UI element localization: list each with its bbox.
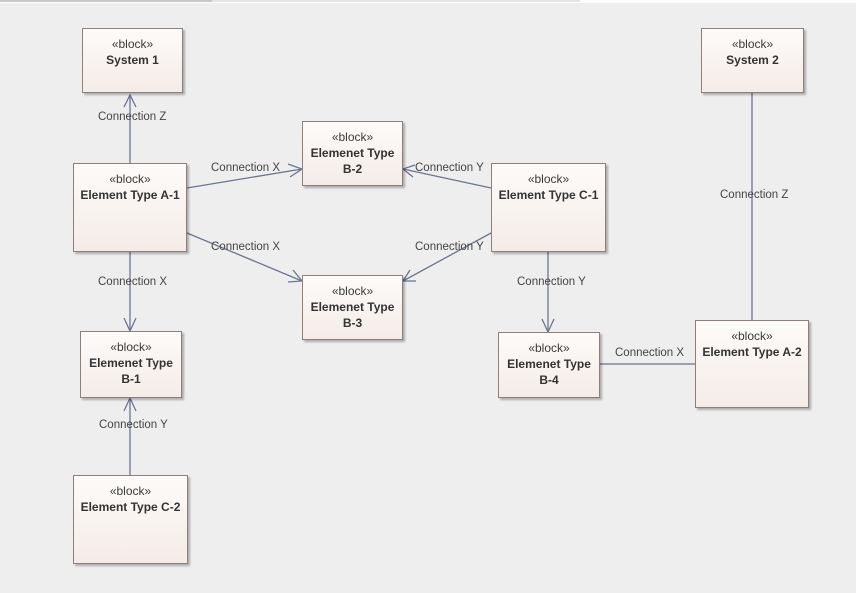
block-element-type-c-2[interactable]: «block» Element Type C-2 [73,475,188,564]
block-system-2[interactable]: «block» System 2 [701,28,804,93]
block-name: Element Type A-2 [702,345,802,359]
stereotype-label: «block» [331,284,374,298]
connector-a1-b3[interactable] [186,232,303,282]
block-element-type-a-1[interactable]: «block» Element Type A-1 [73,163,187,252]
stereotype-label: «block» [528,341,570,355]
connection-label: Connection X [98,276,168,288]
connection-label: Connection Y [517,276,586,288]
block-system-1[interactable]: «block» System 1 [82,28,183,93]
block-name: Elemenet Type B-4 [507,357,591,387]
connection-label: Connection Z [98,111,167,123]
stereotype-label: «block» [527,172,570,186]
stereotype-label: «block» [109,484,152,498]
block-name: System 2 [726,53,779,67]
connector-c1-b3[interactable] [402,232,492,282]
connection-label: Connection X [211,162,281,174]
stereotype-label: «block» [109,172,151,186]
top-strip-segment [0,0,212,2]
block-name: Elemenet Type B-1 [89,356,173,386]
block-elemenet-type-b-1[interactable]: «block» Elemenet Type B-1 [80,331,182,398]
stereotype-label: «block» [731,37,774,51]
block-name: Elemenet Type B-3 [310,300,395,330]
connection-label: Connection Y [415,162,484,174]
block-name: Element Type A-1 [80,188,180,202]
connection-label: Connection Y [99,419,168,431]
stereotype-label: «block» [110,340,152,354]
arrowhead-icon [123,93,137,108]
block-element-type-a-2[interactable]: «block» Element Type A-2 [695,320,809,408]
connection-label: Connection X [615,347,685,359]
block-elemenet-type-b-2[interactable]: «block» Elemenet Type B-2 [302,121,403,186]
block-element-type-c-1[interactable]: «block» Element Type C-1 [491,163,606,252]
block-elemenet-type-b-3[interactable]: «block» Elemenet Type B-3 [302,275,403,340]
connection-label: Connection Z [720,189,789,201]
arrowhead-icon [123,396,137,412]
block-name: Element Type C-1 [498,188,599,202]
arrowhead-icon [401,269,416,282]
top-strip [0,0,856,3]
stereotype-label: «block» [731,329,773,343]
connection-label: Connection X [211,241,281,253]
arrowhead-icon [401,164,416,178]
connection-label: Connection Y [415,241,484,253]
block-name: System 1 [106,53,159,67]
stereotype-label: «block» [111,37,154,51]
stereotype-label: «block» [331,130,374,144]
top-strip-segment [212,0,580,2]
connector-c1-b2[interactable] [402,168,492,189]
block-name: Elemenet Type B-2 [310,146,395,176]
block-name: Element Type C-2 [80,500,181,514]
connector-a1-b2[interactable] [186,168,303,189]
block-elemenet-type-b-4[interactable]: «block» Elemenet Type B-4 [498,332,600,398]
